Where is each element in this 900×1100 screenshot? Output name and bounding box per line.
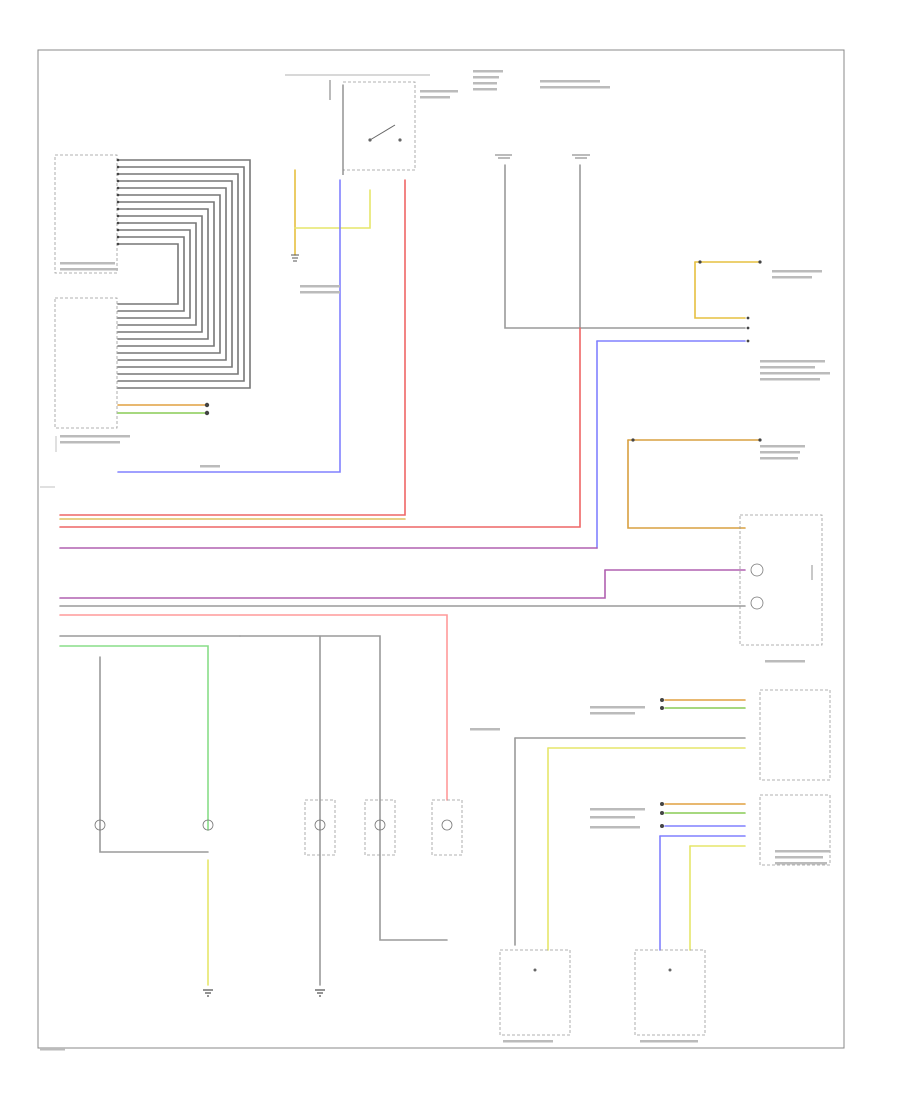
connector-pin-icon [204, 410, 210, 416]
lamp-control-module [40, 154, 118, 488]
module-pins [116, 158, 120, 246]
lamp-bulb-icon [374, 819, 386, 831]
right-tail-lamp [739, 514, 823, 646]
module-loop-wires [117, 159, 251, 389]
lamp-bulb-icon [314, 819, 326, 831]
lamp-bulb-icon [750, 563, 764, 577]
ground-symbol-icon [203, 989, 213, 997]
label-placeholders [40, 70, 830, 1051]
switch-assembly [285, 74, 430, 175]
lamp-bulb-icon [441, 819, 453, 831]
sensor-modules [499, 689, 831, 1036]
switch-contact-icon [369, 124, 396, 141]
left-lamp-bulbs [94, 799, 463, 856]
right-connector-pins [746, 316, 750, 343]
stop-lamp-switch-group [495, 154, 590, 159]
lamp-bulb-icon [94, 819, 106, 831]
ground-symbol-icon [291, 254, 299, 262]
ground-symbol-icon [315, 989, 325, 997]
lamp-bulb-icon [750, 596, 764, 610]
lamp-bulb-icon [202, 819, 214, 831]
connector-pin-icon [204, 402, 210, 408]
diagram-frame [37, 49, 845, 1049]
